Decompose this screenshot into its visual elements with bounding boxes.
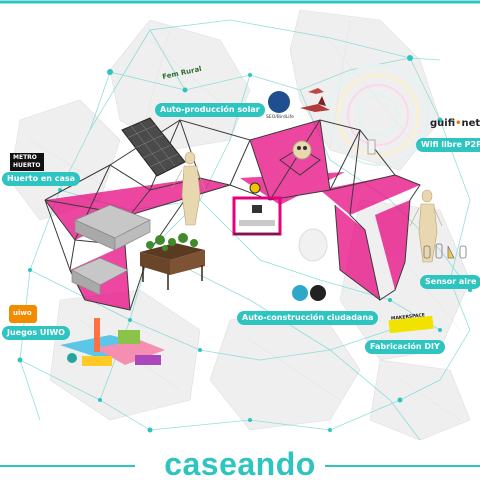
guifi-logo: guifi•net	[430, 118, 480, 129]
uiwo-logo-text: uiwo	[13, 309, 32, 317]
mannequin-left-icon	[171, 151, 206, 226]
metro-huerto-line-2: HUERTO	[13, 162, 41, 169]
guifi-logo-main: guifi	[430, 118, 456, 129]
label-juegos: Juegos UIWO	[2, 326, 70, 340]
label-sensor: Sensor aire	[420, 275, 480, 289]
toys-icon	[60, 318, 165, 366]
solar-panel-icon	[121, 117, 186, 177]
seo-birdlife-text: SEO/BirdLife	[266, 115, 294, 120]
air-sensor-blob-icon	[298, 228, 328, 262]
wifi-router-icon	[367, 139, 376, 155]
hacker-logo-icon	[310, 285, 326, 301]
sensor-icons	[423, 243, 467, 259]
3d-printer-icon	[232, 182, 282, 236]
garden-planter-icon	[140, 233, 205, 290]
label-huerto: Huerto en casa	[2, 172, 81, 186]
label-fabricacion: Fabricación DIY	[365, 340, 445, 354]
guifi-logo-net: net	[461, 118, 480, 129]
box-planter-icon	[71, 204, 151, 296]
maker-logo-icon	[388, 315, 434, 334]
label-solar: Auto-producción solar	[155, 103, 265, 117]
mannequin-right-icon	[409, 189, 443, 263]
label-construccion: Auto-construcción ciudadana	[237, 311, 379, 325]
collective-logo-icon	[292, 285, 308, 301]
metro-huerto-logo: METRO HUERTO	[10, 153, 44, 171]
birdhouse-icon	[292, 140, 312, 160]
uiwo-logo-icon	[9, 305, 37, 323]
seo-birdlife-logo-icon	[268, 91, 290, 113]
metro-huerto-line-1: METRO	[13, 154, 37, 161]
brand-title: caseando	[164, 446, 316, 480]
label-wifi: Wifi libre P2P	[416, 138, 480, 152]
